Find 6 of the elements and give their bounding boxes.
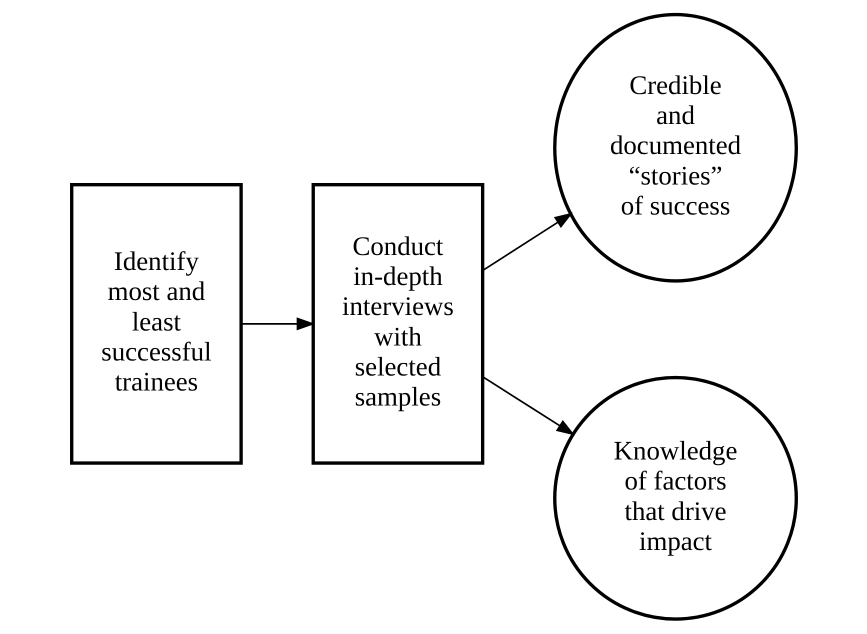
arrow — [240, 317, 315, 330]
arrow — [482, 376, 574, 436]
node-circle: Knowledge of factors that drive impact — [552, 376, 798, 621]
node-box: Conduct in-depth interviews with selected samples — [311, 182, 484, 465]
node-box: Identify most and least successful trainees — [70, 182, 242, 465]
arrow — [482, 212, 572, 271]
